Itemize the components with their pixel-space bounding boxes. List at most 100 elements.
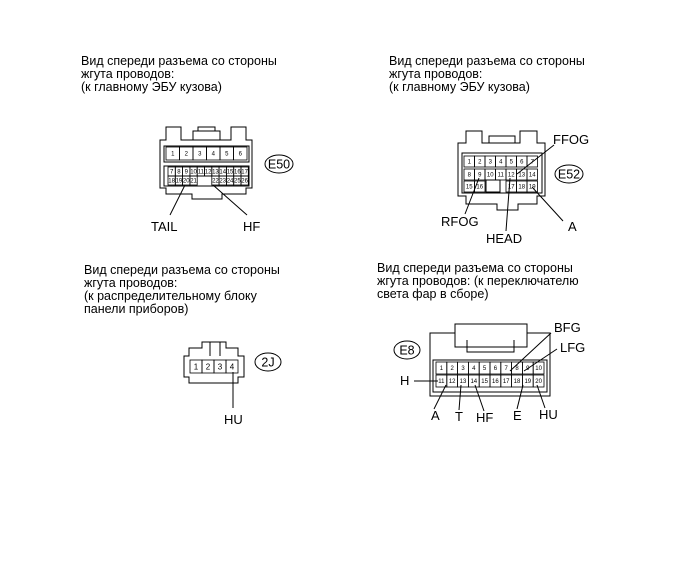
2j-caption-line-4: панели приборов): [84, 302, 188, 316]
e8-label-lfg: LFG: [560, 340, 585, 355]
connector-e52-block: Вид спереди разъема со стороны жгута про…: [389, 54, 589, 246]
e8-caption-line-1: Вид спереди разъема со стороны: [377, 261, 573, 275]
e52-leader-lines: [464, 144, 564, 232]
e52-pin-3: 3: [489, 160, 493, 166]
e8-pin-13: 13: [460, 379, 467, 385]
e52-pin-12: 12: [508, 173, 515, 179]
e8-pin-3: 3: [461, 366, 465, 372]
e8-pin-10: 10: [535, 366, 542, 372]
e52-pin-7: 7: [531, 160, 535, 166]
e50-pin-2: 2: [185, 152, 189, 158]
2j-pin-4: 4: [230, 363, 235, 372]
e8-label-h: H: [400, 373, 409, 388]
e8-label-a: A: [431, 408, 440, 423]
e52-pin-cell-19: [526, 180, 538, 193]
e52-pin-15: 15: [466, 185, 473, 191]
e8-pin-15: 15: [481, 379, 488, 385]
2j-caption-line-3: (к распределительному блоку: [84, 289, 258, 303]
e52-pin-4: 4: [499, 160, 503, 166]
e50-pin-23: 23: [219, 179, 226, 185]
e50-pin-cell-6: [233, 146, 248, 161]
e52-caption-line-2: жгута проводов:: [389, 67, 482, 81]
e50-tag-text: E50: [268, 158, 290, 172]
e8-tag: E8: [393, 340, 421, 360]
e8-label-e: E: [513, 408, 522, 423]
e50-pin-14: 14: [219, 170, 226, 176]
e52-pin-cell-7: [526, 155, 538, 168]
e52-pin-8: 8: [468, 173, 472, 179]
e52-label-a: A: [568, 219, 577, 234]
e50-pin-26: 26: [241, 179, 248, 185]
e52-pin-6: 6: [520, 160, 524, 166]
2j-caption-line-1: Вид спереди разъема со стороны: [84, 263, 280, 277]
e50-pin-cell-21: [189, 175, 198, 186]
e50-pin-22: 22: [212, 179, 219, 185]
e50-caption-line-1: Вид спереди разъема со стороны: [81, 54, 277, 68]
e52-pin-cell-14: [526, 168, 538, 181]
e50-pin-6: 6: [239, 152, 243, 158]
e8-pin-8: 8: [515, 366, 519, 372]
e52-label-head: HEAD: [486, 231, 522, 246]
e8-pin-6: 6: [494, 366, 498, 372]
2j-pin-3: 3: [218, 363, 223, 372]
e52-pin-17: 17: [508, 185, 515, 191]
e8-pin-2: 2: [451, 366, 455, 372]
e52-label-ffog: FFOG: [553, 132, 589, 147]
e50-pin-17: 17: [241, 170, 248, 176]
e8-pin-4: 4: [472, 366, 476, 372]
e8-pin-11: 11: [438, 379, 445, 385]
e50-pin-8: 8: [177, 170, 181, 176]
e8-pin-5: 5: [483, 366, 487, 372]
2j-tag-text: 2J: [261, 356, 274, 370]
e50-tag: E50: [264, 154, 294, 174]
e50-caption-line-2: жгута проводов:: [81, 67, 174, 81]
e8-label-t: T: [455, 409, 463, 424]
2j-label-hu: HU: [224, 412, 243, 427]
e52-label-rfog: RFOG: [441, 214, 479, 229]
e52-housing: [457, 130, 546, 211]
e8-pin-20: 20: [535, 379, 542, 385]
e52-caption-line-3: (к главному ЭБУ кузова): [389, 80, 530, 94]
e50-pin-7: 7: [170, 170, 174, 176]
e50-pin-3: 3: [198, 152, 202, 158]
e50-pin-15: 15: [227, 170, 234, 176]
e50-pin-9: 9: [185, 170, 189, 176]
e50-label-tail: TAIL: [151, 219, 178, 234]
e50-pin-4: 4: [212, 152, 216, 158]
e52-pin-18: 18: [518, 185, 525, 191]
e8-tag-text: E8: [399, 344, 414, 358]
e50-pin-24: 24: [227, 179, 234, 185]
e8-pin-9: 9: [526, 366, 530, 372]
e50-pin-18: 18: [168, 179, 175, 185]
e50-pin-5: 5: [225, 152, 229, 158]
e52-caption-line-1: Вид спереди разъема со стороны: [389, 54, 585, 68]
e52-tag: E52: [554, 164, 584, 184]
e50-pin-12: 12: [205, 170, 212, 176]
e8-label-hu: HU: [539, 407, 558, 422]
e52-pin-9: 9: [478, 173, 482, 179]
e52-pin-2: 2: [478, 160, 482, 166]
e50-pin-10: 10: [190, 170, 197, 176]
e8-leader-lines: [414, 332, 558, 412]
2j-caption-line-2: жгута проводов:: [84, 276, 177, 290]
connector-2j-block: Вид спереди разъема со стороны жгута про…: [84, 263, 282, 427]
e50-pin-13: 13: [212, 170, 219, 176]
2j-pin-1: 1: [194, 363, 199, 372]
e50-caption-line-3: (к главному ЭБУ кузова): [81, 80, 222, 94]
e50-pin-16: 16: [234, 170, 241, 176]
2j-pin-cell-4: [225, 359, 239, 374]
e52-pin-14: 14: [529, 173, 536, 179]
e8-label-hf: HF: [476, 410, 493, 425]
e50-pin-25: 25: [234, 179, 241, 185]
e50-pin-21: 21: [190, 179, 197, 185]
e50-pin-cell-26: [240, 175, 249, 186]
e50-pin-11: 11: [198, 170, 205, 176]
e8-pin-12: 12: [449, 379, 456, 385]
e50-label-hf: HF: [243, 219, 260, 234]
e8-label-bfg: BFG: [554, 320, 581, 335]
e8-pin-7: 7: [505, 366, 509, 372]
